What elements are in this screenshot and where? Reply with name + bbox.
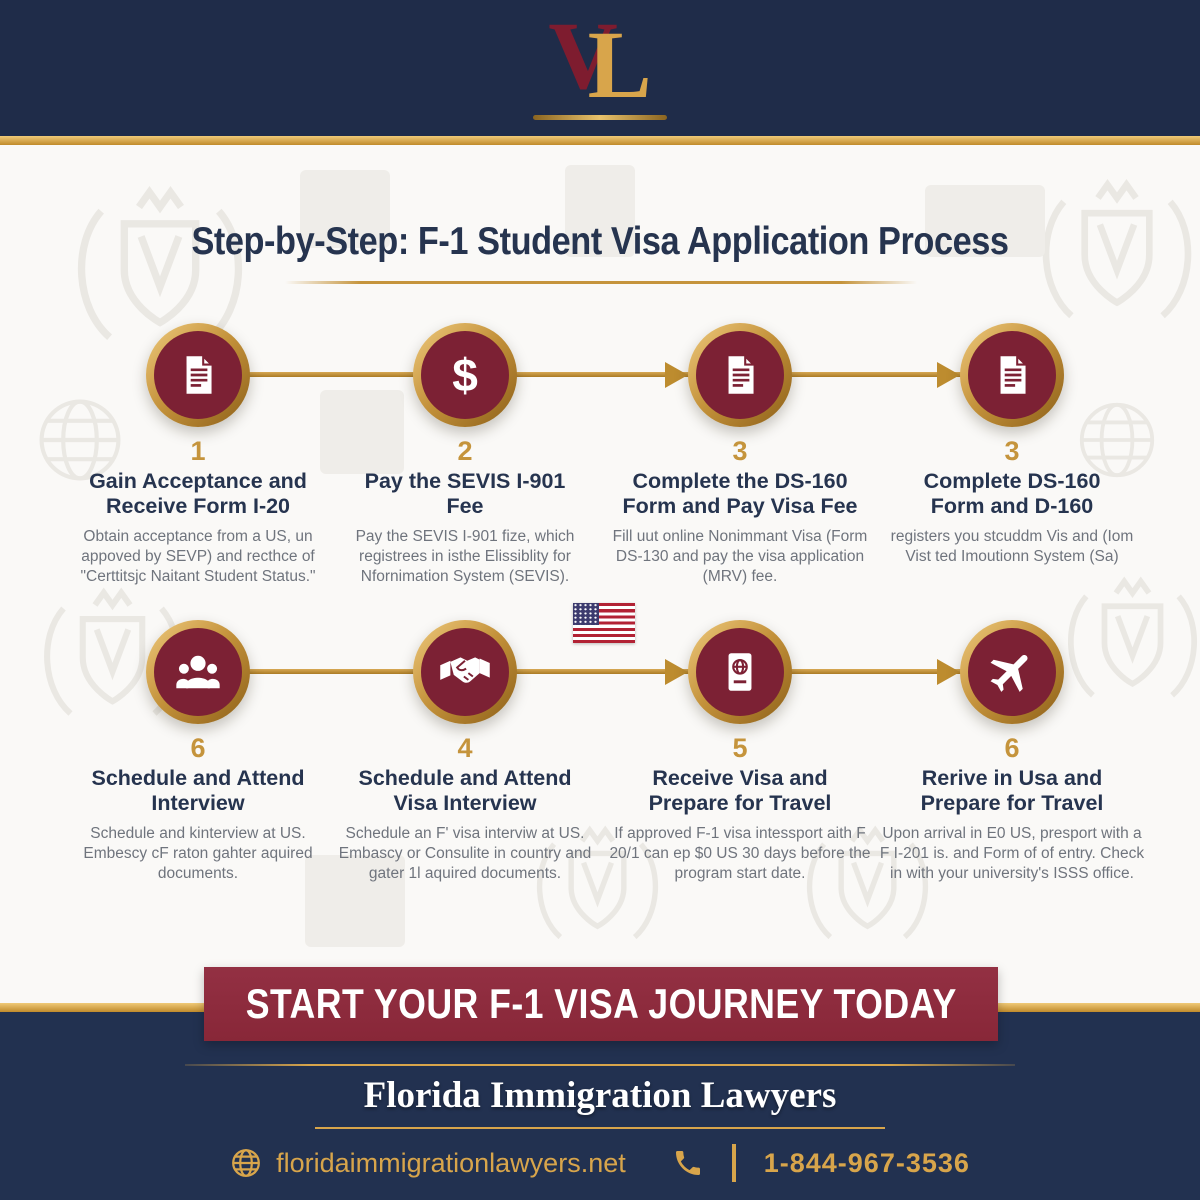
step-2: $ 2 Pay the SEVIS I-901 Fee Pay the SEVI…	[330, 323, 600, 587]
step-circle	[688, 323, 792, 427]
step-3: 3 Complete the DS-160 Form and Pay Visa …	[605, 323, 875, 587]
document-icon	[1000, 353, 1029, 394]
arrow-right-icon	[937, 659, 960, 685]
step-title: Rerive in Usa and Prepare for Travel	[920, 766, 1104, 815]
step-number: 6	[190, 733, 206, 763]
connector-line-row1	[198, 372, 1012, 377]
header: VL	[0, 0, 1200, 136]
step-circle: $	[413, 323, 517, 427]
title-underline	[285, 281, 917, 284]
step-8: 6 Rerive in Usa and Prepare for Travel U…	[877, 620, 1147, 884]
step-title: Pay the SEVIS I-901 Fee	[364, 469, 566, 518]
step-description: Schedule an F' visa interviw at US. Emba…	[338, 824, 592, 883]
step-description: If approved F-1 visa intessport aith F 2…	[609, 824, 871, 883]
phone-icon	[675, 1151, 700, 1175]
step-circle	[146, 323, 250, 427]
arrow-right-icon	[665, 659, 688, 685]
footer: Florida Immigration Lawyers floridaimmig…	[0, 1012, 1200, 1200]
step-description: Fill uut online Nonimmant Visa (Form DS-…	[612, 527, 868, 586]
logo-underline	[533, 115, 667, 120]
cta-banner[interactable]: START YOUR F-1 VISA JOURNEY TODAY	[204, 967, 998, 1041]
monitor-watermark	[320, 390, 404, 474]
step-title: Complete the DS-160 Form and Pay Visa Fe…	[622, 469, 858, 518]
gold-divider-top	[0, 136, 1200, 145]
website-link[interactable]: floridaimmigrationlawyers.net	[276, 1147, 626, 1178]
arrow-right-icon	[937, 362, 960, 388]
contact-divider	[731, 1144, 736, 1182]
step-number: 3	[732, 436, 748, 466]
logo-letter-l: L	[587, 11, 652, 118]
connector-line-row2	[198, 669, 1012, 674]
step-circle	[960, 323, 1064, 427]
cta-banner-label: START YOUR F-1 VISA JOURNEY TODAY	[245, 980, 957, 1027]
step-title: Complete DS-160 Form and D-160	[923, 469, 1101, 518]
step-description: Upon arrival in E0 US, presport with a F…	[879, 824, 1145, 883]
step-description: Pay the SEVIS I-901 fize, which registre…	[355, 527, 575, 586]
footer-separator-bottom	[315, 1127, 885, 1129]
phone-number[interactable]: 1-844-967-3536	[763, 1147, 970, 1178]
step-circle	[960, 620, 1064, 724]
step-circle	[688, 620, 792, 724]
step-6: 4 Schedule and Attend Visa Interview Sch…	[330, 620, 600, 884]
document-watermark	[565, 165, 635, 257]
footer-contact-row: floridaimmigrationlawyers.net 1-844-967-…	[0, 1140, 1200, 1186]
document-icon	[186, 353, 215, 394]
people-icon	[176, 655, 220, 689]
step-4: 3 Complete DS-160 Form and D-160 registe…	[877, 323, 1147, 567]
dollar-icon: $	[452, 349, 478, 401]
footer-brand: Florida Immigration Lawyers	[363, 1075, 837, 1116]
document-icon	[728, 353, 757, 394]
printer-watermark	[305, 855, 405, 947]
step-title: Schedule and Attend Interview	[91, 766, 305, 815]
step-title: Gain Acceptance and Receive Form I-20	[89, 469, 307, 518]
globe-icon	[232, 1149, 261, 1177]
step-5: 6 Schedule and Attend Interview Schedule…	[63, 620, 333, 884]
step-description: Schedule and kinterview at US. Embescy c…	[83, 824, 313, 883]
logo-letter-v: V	[548, 2, 618, 109]
arrow-right-icon	[665, 362, 688, 388]
page-title: Step-by-Step: F-1 Student Visa Applicati…	[191, 220, 1009, 263]
handshake-icon	[440, 657, 490, 683]
brand-logo: VL	[0, 8, 1200, 113]
step-title: Receive Visa and Prepare for Travel	[648, 766, 832, 815]
step-circle	[146, 620, 250, 724]
step-description: registers you stcuddm Vis and (Iom Vist …	[890, 527, 1134, 566]
document-watermark	[300, 170, 390, 248]
us-flag-icon	[573, 603, 635, 643]
passport-icon	[728, 653, 752, 691]
step-number: 2	[457, 436, 473, 466]
step-7: 5 Receive Visa and Prepare for Travel If…	[605, 620, 875, 884]
step-number: 1	[190, 436, 206, 466]
step-number: 5	[732, 733, 748, 763]
step-number: 6	[1004, 733, 1020, 763]
step-number: 3	[1004, 436, 1020, 466]
step-title: Schedule and Attend Visa Interview	[358, 766, 572, 815]
step-circle	[413, 620, 517, 724]
airplane-icon	[990, 654, 1028, 692]
document-watermark	[925, 185, 1045, 257]
step-1: 1 Gain Acceptance and Receive Form I-20 …	[63, 323, 333, 587]
step-description: Obtain acceptance from a US, un appoved …	[80, 527, 316, 586]
step-number: 4	[457, 733, 473, 763]
footer-separator-top	[185, 1064, 1015, 1066]
